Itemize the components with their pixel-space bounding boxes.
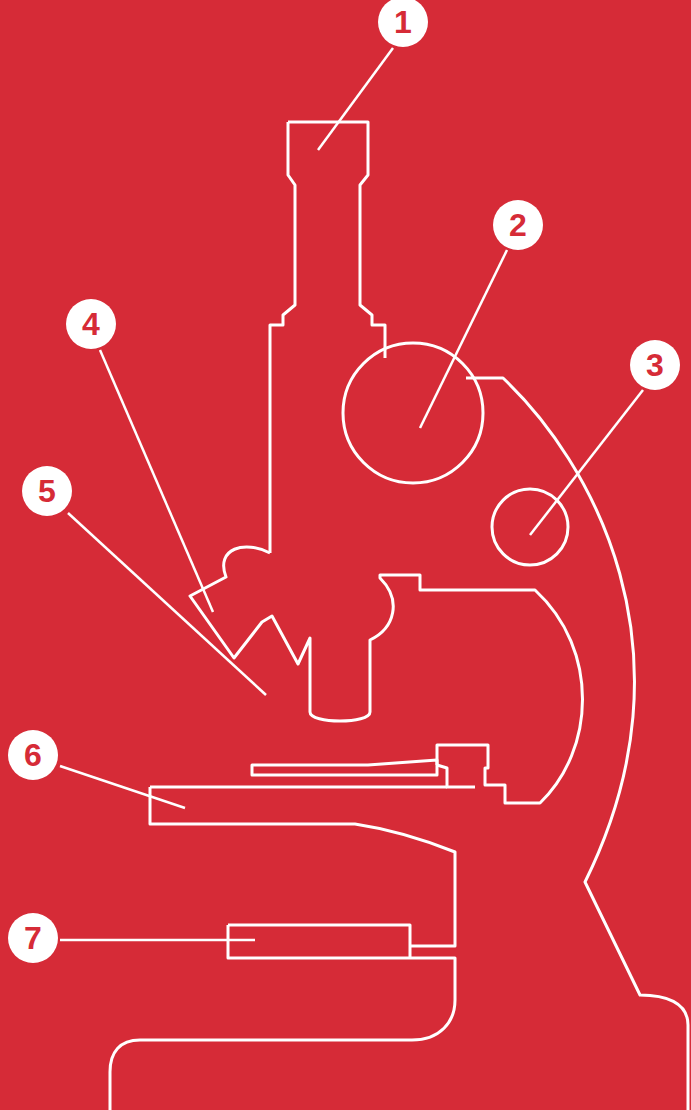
slide [252,760,437,775]
callout-number: 6 [8,730,58,780]
stage [150,787,455,946]
callout-number: 7 [8,913,58,963]
callout-number: 1 [378,0,428,47]
callout-number: 3 [630,340,680,390]
coarse-focus-knob [343,343,483,483]
callout-number: 4 [66,299,116,349]
eyepiece-tube [270,122,385,553]
leader-lines [60,48,643,940]
callout-number: 5 [22,466,72,516]
revolving-nosepiece [190,547,583,803]
stage-clip [437,765,475,787]
diaphragm [110,925,455,1110]
callout-number: 2 [493,200,543,250]
